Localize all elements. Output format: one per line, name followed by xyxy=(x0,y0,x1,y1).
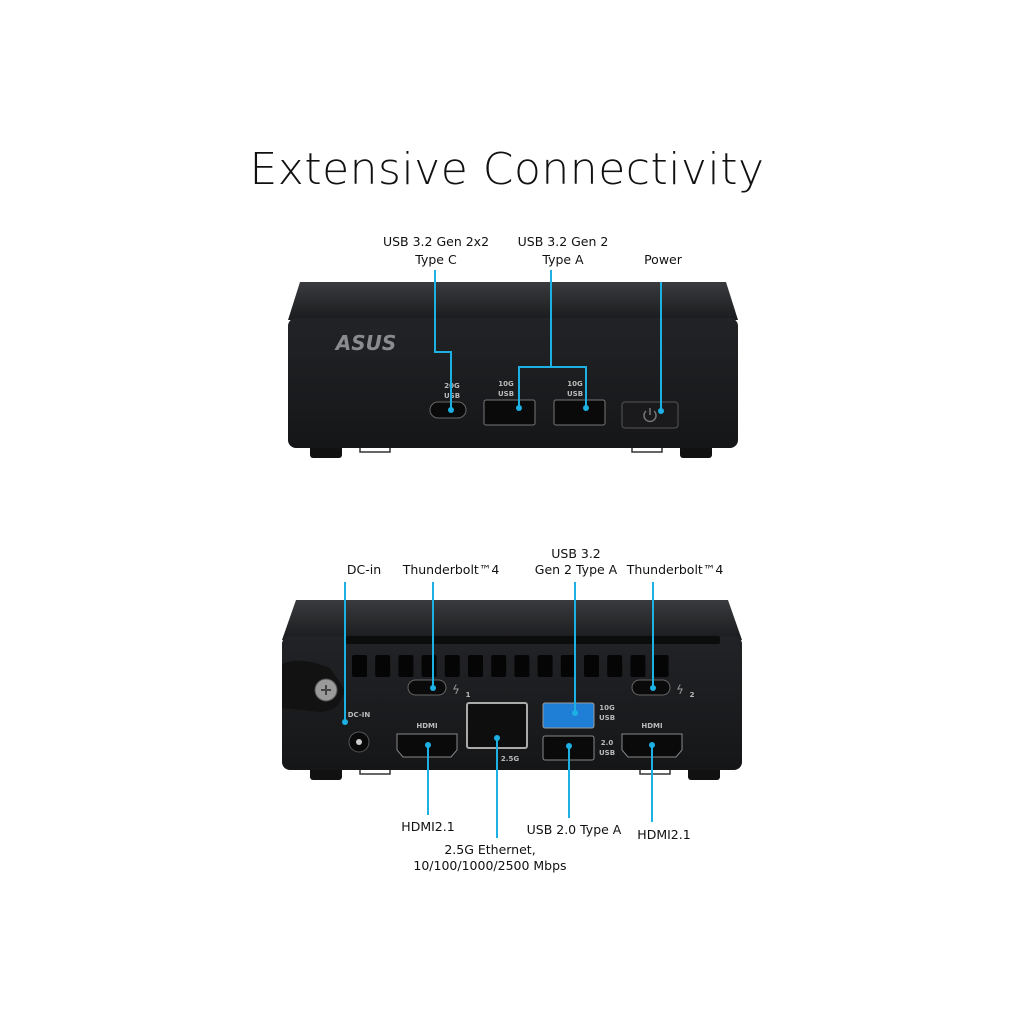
port-mark: 20G xyxy=(444,382,460,390)
port-mark: 10G xyxy=(567,380,583,388)
port-mark: USB xyxy=(599,749,615,757)
port-mark: HDMI xyxy=(641,722,662,730)
port-mark: USB xyxy=(567,390,583,398)
vent-slot xyxy=(421,655,437,677)
label-usb3-type: Gen 2 Type A xyxy=(535,562,618,577)
top-lid xyxy=(282,600,742,640)
vent-slot xyxy=(584,655,599,677)
vent-slot xyxy=(352,655,367,677)
port-mark: 2 xyxy=(690,691,695,699)
label-thunderbolt-2: Thunderbolt™4 xyxy=(626,562,724,577)
thunderbolt-icon: ϟ xyxy=(676,683,684,697)
label-usb-c: USB 3.2 Gen 2x2 xyxy=(383,234,489,249)
vent-slot xyxy=(398,655,414,677)
label-usb-a: USB 3.2 Gen 2 xyxy=(518,234,609,249)
port-mark: 1 xyxy=(466,691,471,699)
front-device: ASUS 20G USB 10G USB 10G USB xyxy=(288,282,738,458)
power-icon xyxy=(643,408,657,423)
vent-slot xyxy=(630,655,646,677)
port-mark: 2.5G xyxy=(501,755,519,763)
label-thunderbolt-1: Thunderbolt™4 xyxy=(402,562,500,577)
usb3-port xyxy=(542,702,595,729)
front-callout-lines xyxy=(434,270,664,414)
label-hdmi-2: HDMI2.1 xyxy=(637,827,690,842)
port-mark: 10G xyxy=(599,704,615,712)
port-mark: 2.0 xyxy=(601,739,614,747)
vent-slot xyxy=(607,655,623,677)
vent-grille xyxy=(352,655,669,677)
usb-a-port-1 xyxy=(483,399,536,426)
label-ethernet-speeds: 10/100/1000/2500 Mbps xyxy=(413,858,566,873)
usb-a-port-2 xyxy=(553,399,606,426)
label-usb2: USB 2.0 Type A xyxy=(527,822,622,837)
label-usb3: USB 3.2 xyxy=(551,546,601,561)
label-usb-a-type: Type A xyxy=(541,252,584,267)
port-mark: DC-IN xyxy=(348,711,371,719)
thunderbolt-icon: ϟ xyxy=(452,683,460,697)
label-usb-c-type: Type C xyxy=(414,252,457,267)
label-ethernet: 2.5G Ethernet, xyxy=(444,842,535,857)
thunderbolt-port-1 xyxy=(407,679,447,696)
vent-slot xyxy=(491,655,507,677)
asus-logo: ASUS xyxy=(334,331,397,355)
vent-slot xyxy=(375,655,391,677)
rear-device: DC-IN ϟ 1 HDMI 2.5G 10G USB 2.0 USB ϟ 2 … xyxy=(282,600,742,780)
vent-slot xyxy=(560,655,576,677)
vent-slot xyxy=(537,655,553,677)
label-power: Power xyxy=(644,252,683,267)
label-dc-in: DC-in xyxy=(347,562,381,577)
port-mark: USB xyxy=(498,390,514,398)
port-mark: 10G xyxy=(498,380,514,388)
vent-slot xyxy=(468,655,483,677)
vent-slot xyxy=(514,655,530,677)
vent-slot xyxy=(444,655,460,677)
page-title: Extensive Connectivity xyxy=(249,144,764,195)
port-mark: HDMI xyxy=(416,722,437,730)
port-mark: USB xyxy=(599,714,615,722)
label-hdmi-1: HDMI2.1 xyxy=(401,819,454,834)
top-lid xyxy=(288,282,738,320)
vent-slot xyxy=(653,655,669,677)
rear-callout-lines xyxy=(342,582,656,838)
